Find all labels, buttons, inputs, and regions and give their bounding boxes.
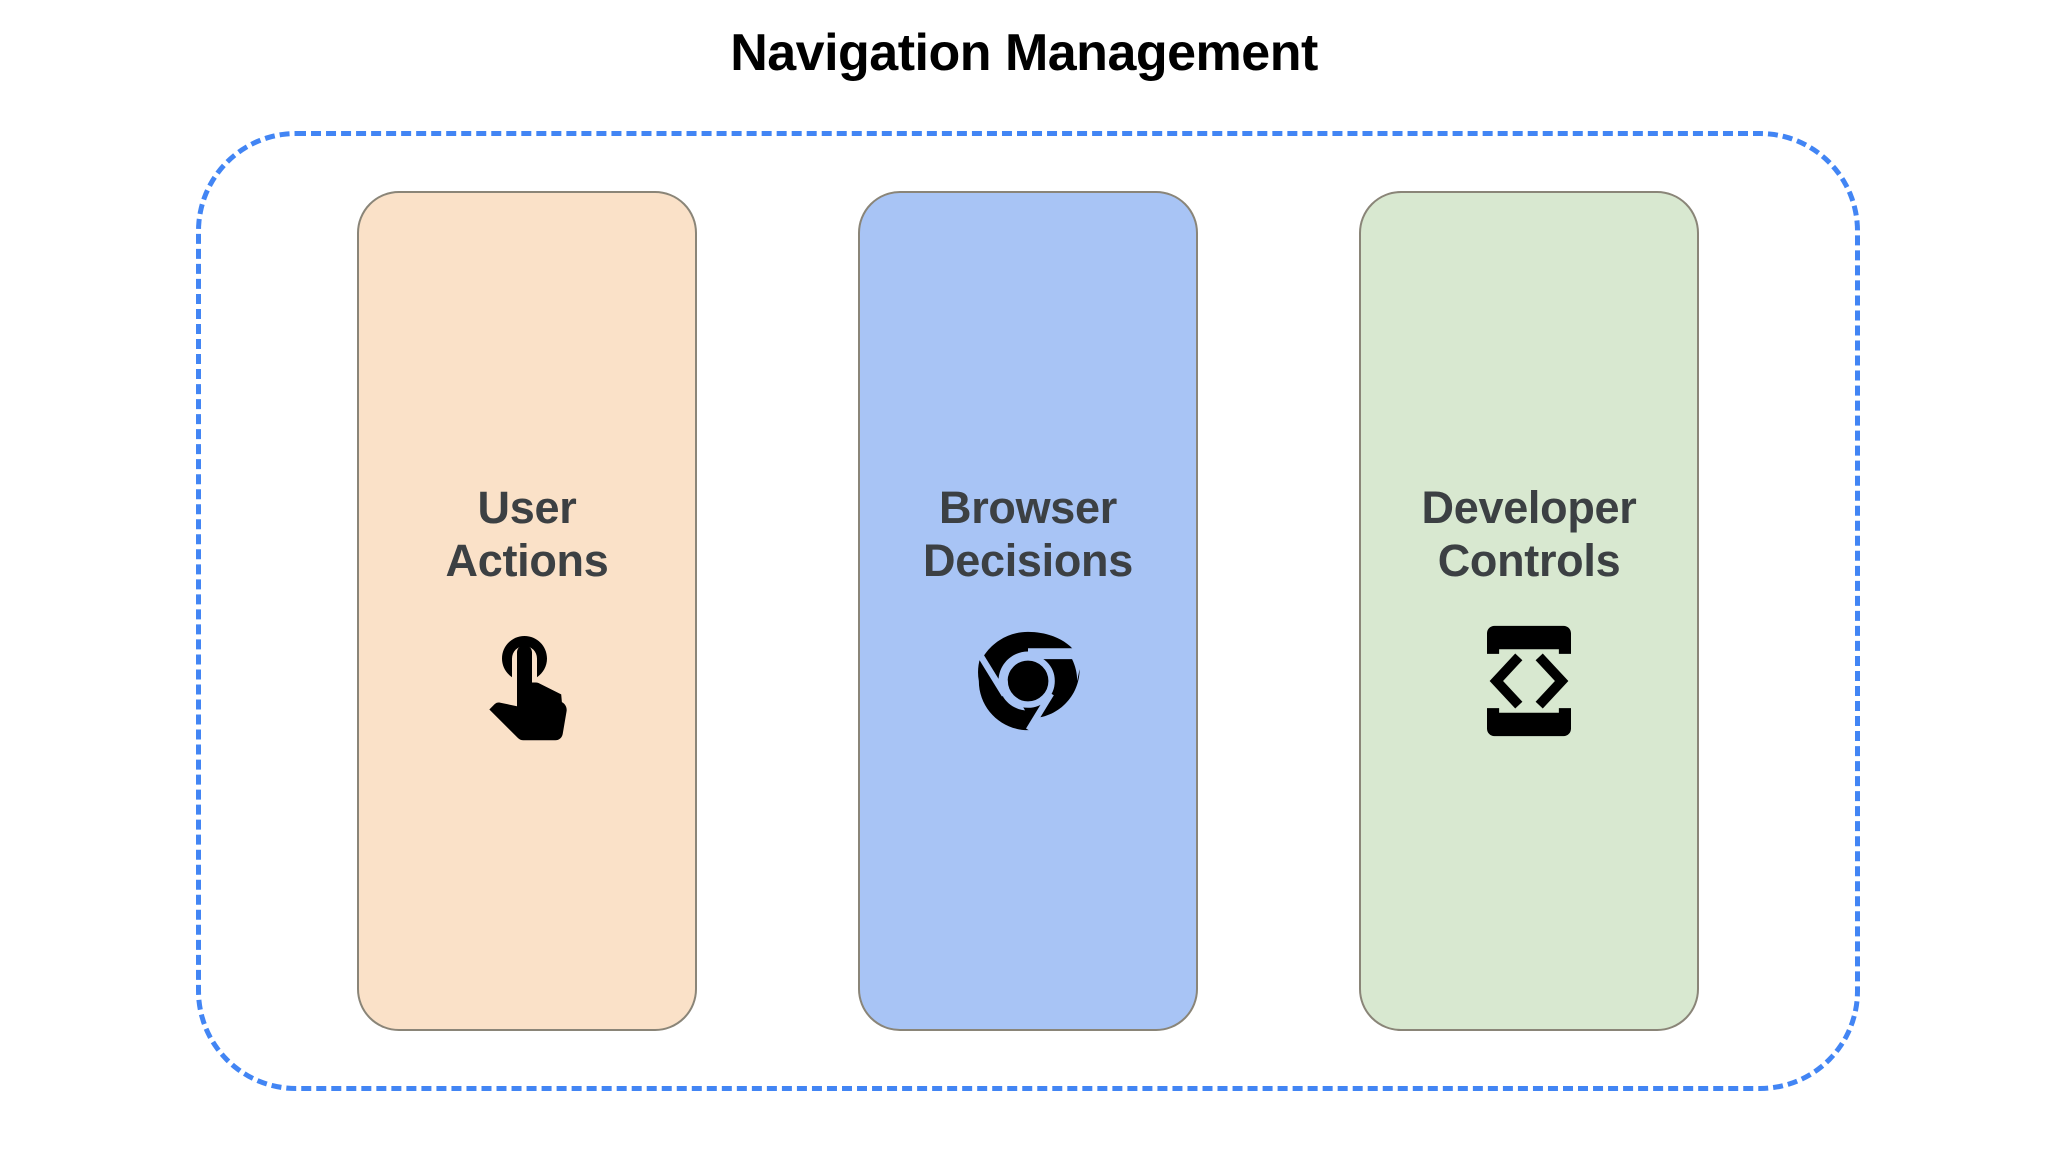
card-developer-controls[interactable]: Developer Controls — [1359, 191, 1699, 1031]
card-user-actions[interactable]: User Actions — [357, 191, 697, 1031]
page-title: Navigation Management — [730, 24, 1318, 82]
developer-mode-icon — [1469, 621, 1589, 741]
card-browser-decisions-label: Browser Decisions — [923, 481, 1133, 586]
card-developer-controls-label: Developer Controls — [1421, 481, 1637, 586]
card-user-actions-label: User Actions — [445, 481, 609, 586]
chrome-logo-icon — [968, 621, 1088, 741]
cards-row: User Actions Browser Decisions Dev — [196, 131, 1860, 1091]
touch-gesture-icon — [467, 621, 587, 741]
navigation-management-group — [196, 131, 1860, 1091]
card-browser-decisions[interactable]: Browser Decisions — [858, 191, 1198, 1031]
